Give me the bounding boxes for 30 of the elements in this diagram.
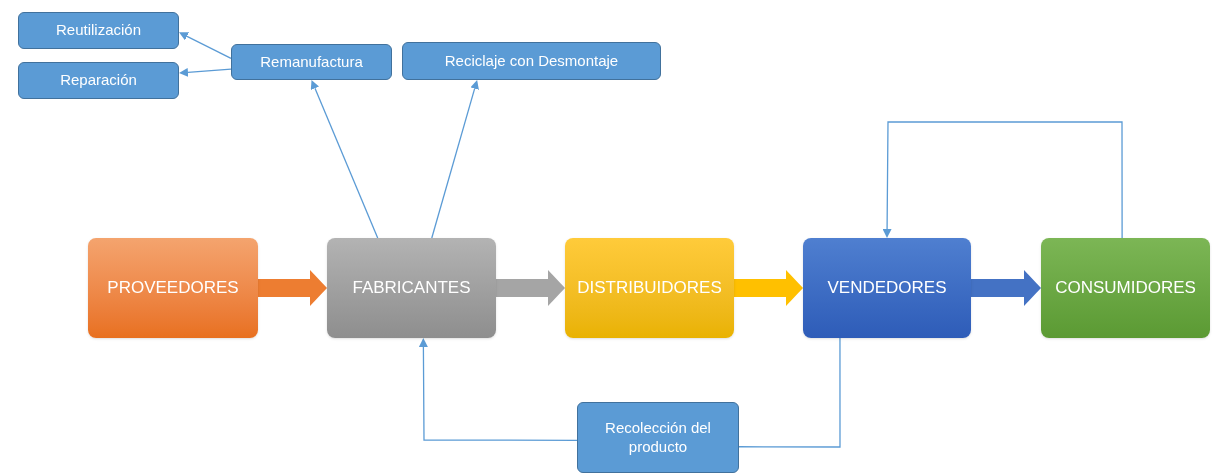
node-label: FABRICANTES (352, 277, 471, 299)
node-label: Reutilización (55, 21, 141, 40)
arrow (882, 121, 1123, 239)
arrow (179, 67, 232, 77)
process-box (231, 44, 392, 80)
node-label: PROVEEDORES (107, 277, 239, 299)
block-arrow (734, 270, 803, 306)
stage-box (1041, 238, 1210, 338)
block-arrow (496, 270, 565, 306)
process-box (18, 62, 179, 99)
block-arrow (258, 270, 327, 306)
stage-box (88, 238, 258, 338)
process-box (18, 12, 179, 49)
arrow (310, 80, 379, 239)
node-label: DISTRIBUIDORES (577, 277, 722, 299)
process-box (577, 402, 739, 473)
stage-box (565, 238, 734, 338)
arrow (179, 32, 232, 60)
node-label: Reciclaje con Desmontaje (444, 51, 619, 71)
arrow (431, 80, 479, 239)
node-label: CONSUMIDORES (1055, 277, 1196, 299)
process-box (402, 42, 661, 80)
node-label: VENDEDORES (827, 277, 947, 299)
node-label: Recolección del producto (604, 418, 712, 457)
stage-box (327, 238, 496, 338)
node-label: Reparación (60, 71, 137, 90)
stage-box (803, 238, 971, 338)
arrow (418, 338, 578, 441)
block-arrow (971, 270, 1041, 306)
node-label: Remanufactura (260, 52, 363, 72)
